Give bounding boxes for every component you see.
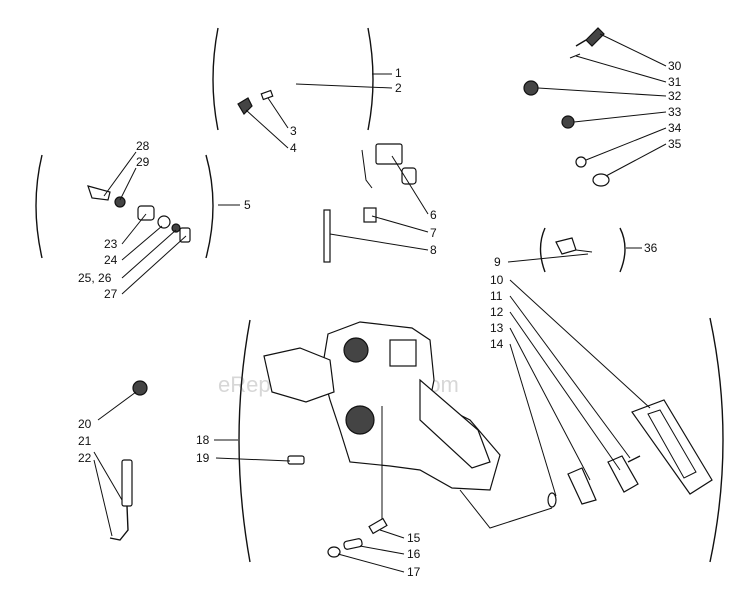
part-housing [263,321,501,491]
callout-22: 22 [78,451,92,465]
callout-16: 16 [407,547,421,561]
callout-31: 31 [668,75,682,89]
callout-28: 28 [136,139,150,153]
callout-27: 27 [104,287,118,301]
bracket-group-5 [35,154,240,259]
part-grommet-20 [132,380,148,396]
callout-6: 6 [430,208,437,222]
callout-29: 29 [136,155,150,169]
callout-30: 30 [668,59,682,73]
callout-17: 17 [407,565,421,579]
part-hose-1 [282,42,312,90]
callout-7: 7 [430,226,437,240]
callout-33: 33 [668,105,682,119]
callout-5: 5 [244,198,251,212]
callout-32: 32 [668,89,682,103]
callout-21: 21 [78,434,92,448]
callout-9: 9 [494,255,501,269]
part-elbow-3 [237,97,253,115]
part-pins-15-17 [327,406,388,558]
callout-19: 19 [196,451,210,465]
part-tube-21 [109,459,133,541]
part-fitting-2 [260,89,274,101]
callout-1: 1 [395,66,402,80]
part-screws-30-35 [523,27,610,187]
callout-3: 3 [290,124,297,138]
part-guide-10 [631,399,713,495]
callout-14: 14 [490,337,504,351]
part-screw-19 [287,455,305,465]
bracket-group-18 [214,317,724,563]
callout-2: 2 [395,81,402,95]
callout-23: 23 [104,237,118,251]
callout-10: 10 [490,273,504,287]
part-switch-7 [361,149,377,223]
part-carb-6 [375,143,417,185]
part-switch-28 [87,185,191,243]
callout-34: 34 [668,121,682,135]
part-clips-11-12 [547,455,641,508]
callout-18: 18 [196,433,210,447]
callout-13: 13 [490,321,504,335]
bracket-group-36 [539,227,642,273]
bracket-group-1 [212,27,392,131]
callout-24: 24 [104,253,118,267]
callout-8: 8 [430,243,437,257]
callout-20: 20 [78,417,92,431]
callout-11: 11 [490,289,503,303]
callout-15: 15 [407,531,421,545]
callout-25-26: 25, 26 [78,271,112,285]
callout-35: 35 [668,137,682,151]
callout-12: 12 [490,305,504,319]
callout-4: 4 [290,141,297,155]
callout-36: 36 [644,241,658,255]
part-bolt-8 [323,209,331,263]
